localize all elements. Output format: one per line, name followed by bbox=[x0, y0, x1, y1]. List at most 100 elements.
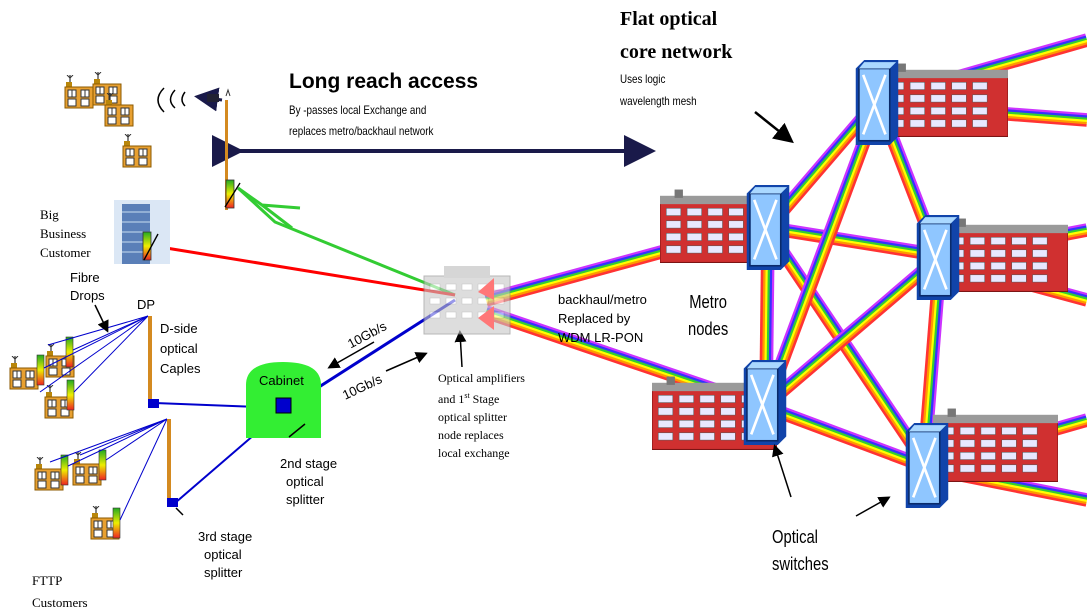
splitter-2nd-box bbox=[275, 397, 292, 414]
rainbow-strand bbox=[765, 406, 925, 469]
node-line3: optical splitter bbox=[438, 410, 507, 424]
core-building bbox=[883, 62, 1008, 138]
splitter3-label: 3rd stage optical splitter bbox=[198, 528, 252, 582]
core-building bbox=[933, 407, 1058, 483]
core-arrow bbox=[754, 111, 794, 144]
rainbow-strand bbox=[769, 227, 939, 258]
cabinet-label: Cabinet bbox=[259, 373, 304, 388]
rainbow-strand bbox=[769, 105, 885, 408]
backhaul-line3: WDM LR-PON bbox=[558, 330, 644, 345]
antenna-icon bbox=[207, 94, 219, 102]
switch-pointer bbox=[772, 444, 792, 498]
optical-switch bbox=[905, 423, 949, 508]
fibre-drops-line2: Drops bbox=[70, 288, 105, 303]
house-icon bbox=[122, 134, 152, 168]
core-sub-line1: Uses logic bbox=[620, 72, 666, 86]
fibre-drops-line1: Fibre bbox=[70, 270, 100, 285]
rainbow-strand bbox=[763, 410, 923, 473]
fttp-line2: Customers bbox=[32, 595, 88, 610]
long-reach-line1: By -passes local Exchange and bbox=[289, 103, 427, 117]
switches-line1: Optical bbox=[772, 527, 818, 547]
amplifier-icon bbox=[478, 306, 494, 330]
fibre-drops-arrow bbox=[94, 304, 109, 333]
splitter3-line3: splitter bbox=[204, 565, 243, 580]
metro-label: Metro nodes bbox=[688, 289, 728, 343]
dside-line1: D-side bbox=[160, 321, 198, 336]
rainbow-strand bbox=[768, 261, 943, 411]
node-line5: local exchange bbox=[438, 446, 510, 460]
rainbow-strand bbox=[767, 400, 927, 463]
rainbow-strand bbox=[770, 221, 940, 251]
rate-arrow-down bbox=[385, 352, 428, 372]
pole-3rd-stage bbox=[167, 419, 171, 505]
backhaul-label: backhaul/metro Replaced by WDM LR-PON bbox=[558, 290, 647, 347]
rainbow-strand bbox=[765, 257, 940, 407]
rainbow-strand bbox=[769, 229, 938, 260]
metro-line2: nodes bbox=[688, 319, 729, 339]
rainbow-strand bbox=[766, 402, 926, 465]
node-line1: Optical amplifiers bbox=[438, 371, 525, 385]
rainbow-strand bbox=[769, 227, 928, 461]
rainbow-strand bbox=[768, 232, 938, 262]
house-icon bbox=[9, 356, 39, 390]
core-sub-line2: wavelength mesh bbox=[620, 94, 697, 108]
green-fibre-fork bbox=[237, 186, 301, 230]
splitter2-pointer bbox=[288, 423, 306, 438]
amplifier-icon bbox=[478, 278, 494, 300]
local-exchange-node bbox=[423, 266, 511, 335]
fttp-line1: FTTP bbox=[32, 573, 63, 588]
switches-line2: switches bbox=[772, 554, 829, 574]
wireless-pole bbox=[224, 88, 241, 210]
rainbow-strand bbox=[763, 103, 879, 406]
backhaul-line1: backhaul/metro bbox=[558, 292, 647, 307]
splitter2-line2: optical bbox=[286, 474, 324, 489]
dside-line3: Caples bbox=[160, 361, 201, 376]
big-business-line2: Business bbox=[40, 226, 87, 241]
rainbow-strand bbox=[765, 404, 925, 467]
red-fibre bbox=[159, 245, 456, 297]
splitter2-line3: splitter bbox=[286, 492, 325, 507]
core-building bbox=[943, 217, 1068, 293]
core-title-line1: Flat optical bbox=[620, 8, 718, 30]
rainbow-strand bbox=[770, 223, 939, 254]
splitter2-label: 2nd stage optical splitter bbox=[280, 455, 337, 509]
node-line2: and 1st Stage bbox=[438, 391, 500, 406]
rainbow-strand bbox=[764, 256, 939, 406]
rainbow-strand bbox=[771, 226, 930, 460]
switches-label: Optical switches bbox=[772, 524, 829, 578]
long-reach-title: Long reach access bbox=[289, 70, 479, 93]
rainbow-strand bbox=[766, 229, 925, 464]
long-reach-line2: replaces metro/backhaul network bbox=[289, 124, 434, 138]
rainbow-strand bbox=[767, 228, 926, 463]
splitter2-line1: 2nd stage bbox=[280, 456, 338, 471]
rainbow-strand bbox=[763, 254, 937, 404]
green-fibre bbox=[236, 186, 456, 297]
dside-line2: optical bbox=[160, 341, 198, 356]
splitter3-pointer bbox=[175, 507, 184, 516]
rainbow-strand bbox=[764, 408, 924, 471]
house-icon bbox=[64, 75, 94, 109]
core-title-line2: core network bbox=[620, 41, 733, 63]
optical-switch bbox=[746, 185, 790, 270]
node-label: Optical amplifiers and 1st Stage optical… bbox=[438, 369, 525, 462]
rainbow-strand bbox=[767, 104, 883, 407]
dp-pole bbox=[148, 316, 152, 404]
rainbow-strand bbox=[765, 103, 881, 406]
node-pointer-arrow bbox=[454, 330, 467, 368]
rainbow-strand bbox=[769, 225, 939, 256]
dp-label: DP bbox=[137, 297, 156, 312]
fibre-drop-lines bbox=[39, 315, 168, 521]
wireless-signal-icon bbox=[157, 87, 186, 113]
big-business-line1: Big bbox=[40, 207, 59, 222]
big-business-line3: Customer bbox=[40, 245, 91, 260]
rainbow-strand bbox=[767, 259, 941, 409]
rainbow-strand bbox=[761, 252, 936, 402]
node-line4: node replaces bbox=[438, 428, 504, 442]
office-tower-icon bbox=[114, 200, 170, 264]
house-icon bbox=[34, 457, 64, 491]
rate-arrow-up bbox=[327, 341, 375, 369]
backhaul-line2: Replaced by bbox=[558, 311, 631, 326]
splitter-3rd-box bbox=[167, 498, 178, 507]
